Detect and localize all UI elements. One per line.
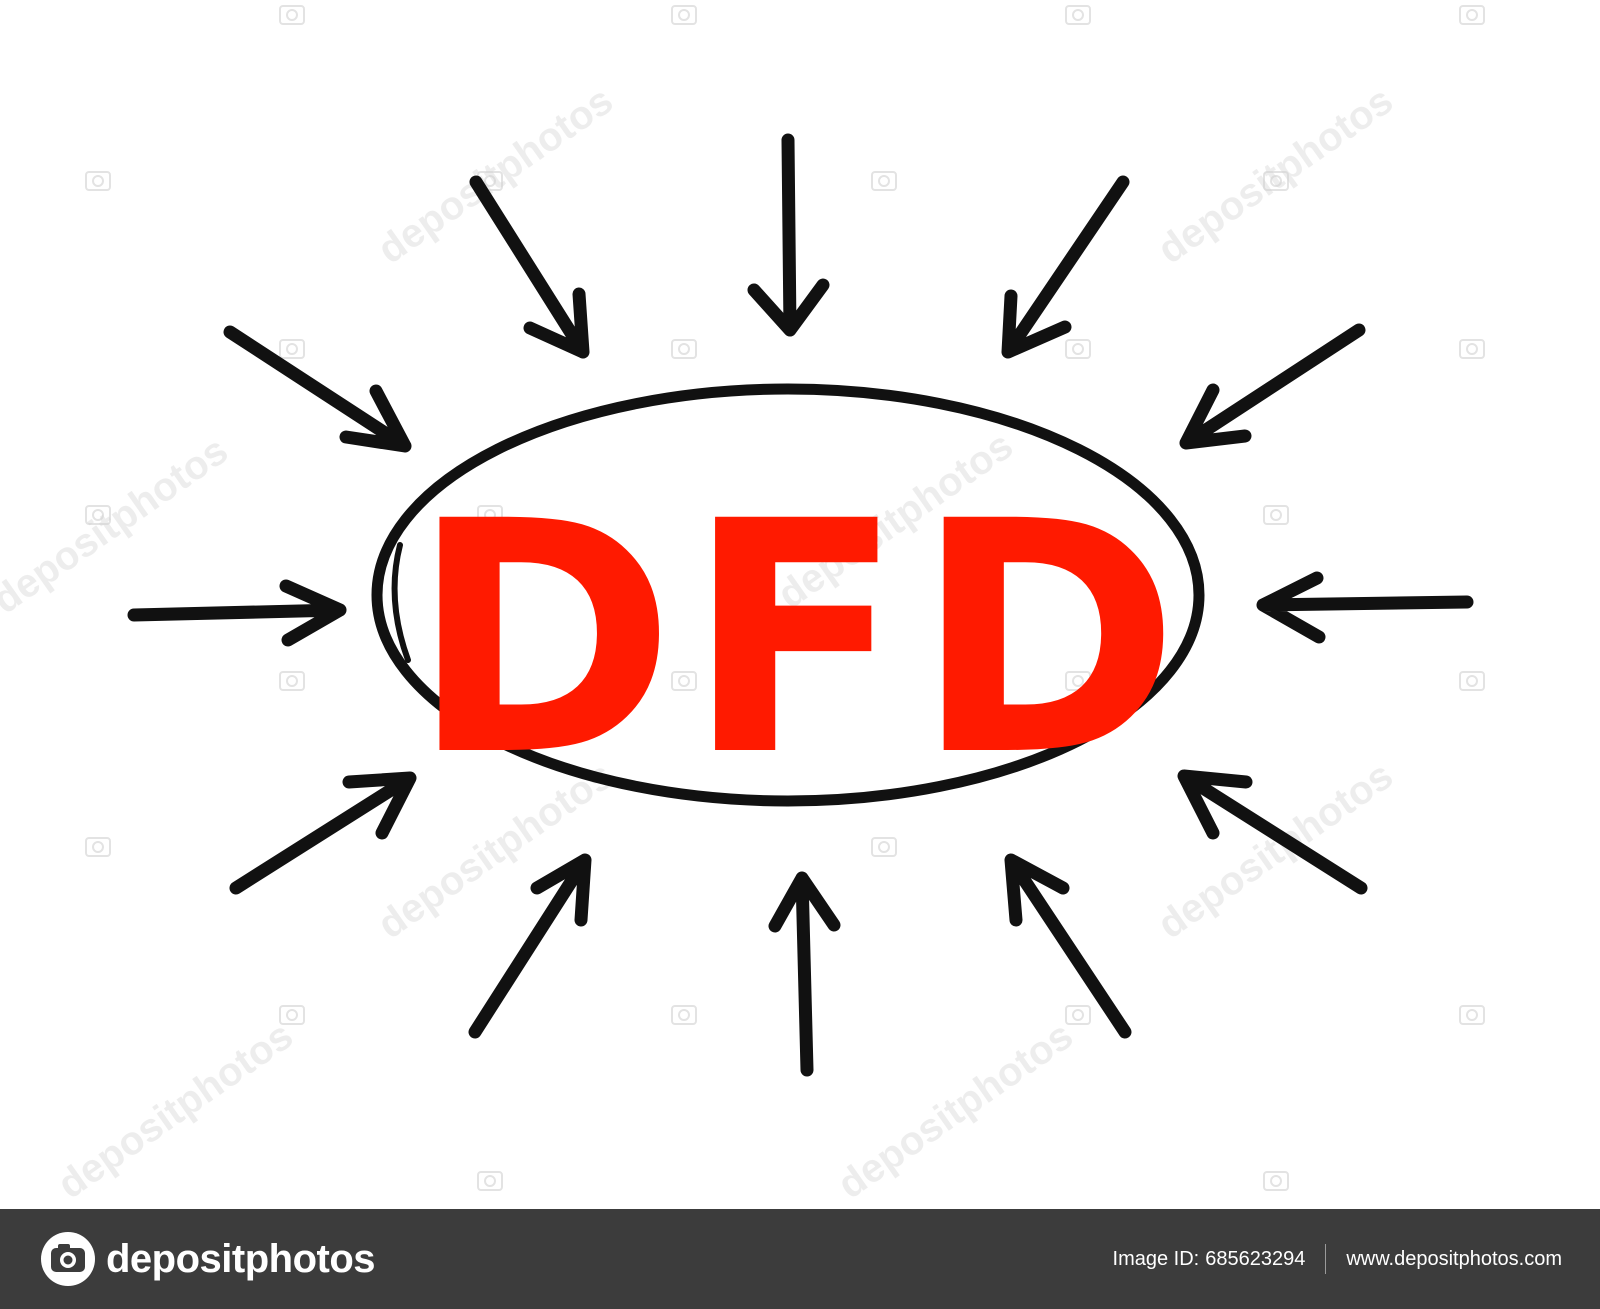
ellipse-stroke-overlap	[391, 542, 411, 663]
watermark-camera-icon	[1065, 671, 1091, 691]
illustration: depositphotos depositphotos depositphoto…	[0, 5, 1485, 1207]
watermark-camera-icon	[279, 339, 305, 359]
watermark-camera-icon	[279, 671, 305, 691]
watermark-camera-icon	[671, 671, 697, 691]
arrow-icon	[469, 175, 590, 359]
watermark-camera-icon	[85, 171, 111, 191]
arrow-icon	[1177, 769, 1368, 895]
arrow-icon	[1179, 323, 1366, 450]
watermark-text: depositphotos	[0, 428, 236, 622]
watermark-camera-icon	[85, 505, 111, 525]
arrow-icon	[1004, 853, 1132, 1039]
watermark-camera-icon	[671, 339, 697, 359]
watermark-camera-icon	[1459, 671, 1485, 691]
watermark-camera-icon	[477, 505, 503, 525]
watermark-camera-icon	[1459, 339, 1485, 359]
watermark-camera-icon	[1263, 505, 1289, 525]
image-meta: Image ID: 685623294 www.depositphotos.co…	[1113, 1244, 1562, 1274]
watermark-text: depositphotos	[370, 78, 621, 272]
image-id-label: Image ID:	[1112, 1247, 1200, 1270]
meta-divider	[1325, 1244, 1327, 1274]
camera-logo-icon	[41, 1232, 95, 1286]
watermark-camera-icon	[1263, 1171, 1289, 1191]
watermark-text: depositphotos	[830, 1013, 1081, 1207]
arrow-icon	[1256, 571, 1474, 644]
watermark-camera-icon	[871, 171, 897, 191]
watermark-camera-icon	[85, 837, 111, 857]
arrow-icon	[223, 325, 412, 453]
watermark-text: depositphotos	[50, 1013, 301, 1207]
website-link[interactable]: www.depositphotos.com	[1346, 1247, 1562, 1270]
watermark-camera-icon	[871, 837, 897, 857]
watermark-camera-icon	[1459, 5, 1485, 25]
image-id-value: 685623294	[1205, 1247, 1306, 1270]
arrow-icon	[127, 579, 347, 647]
watermark-camera-icon	[1065, 1005, 1091, 1025]
brand-name: depositphotos	[106, 1236, 376, 1281]
watermark-camera-icon	[1065, 339, 1091, 359]
watermark-camera-icon	[279, 5, 305, 25]
arrow-icon	[468, 853, 592, 1039]
watermark-camera-icon	[477, 1171, 503, 1191]
watermark-camera-icon	[1263, 171, 1289, 191]
footer-bar: depositphotos Image ID: 685623294 www.de…	[0, 1209, 1600, 1309]
arrow-icon	[229, 771, 417, 895]
watermark-camera-icon	[1459, 1005, 1485, 1025]
watermark-camera-icon	[671, 1005, 697, 1025]
arrow-icon	[747, 133, 830, 337]
illustration-svg: depositphotos depositphotos depositphoto…	[0, 5, 1485, 1207]
watermark-camera-icon	[1065, 5, 1091, 25]
watermark-camera-icon	[671, 5, 697, 25]
headline-text: DFD	[410, 454, 1190, 826]
arrow-icon	[768, 871, 841, 1077]
watermark-camera-icon	[279, 1005, 305, 1025]
brand[interactable]: depositphotos	[40, 1231, 376, 1287]
arrow-icon	[1001, 175, 1130, 359]
center-ellipse	[371, 383, 1205, 807]
